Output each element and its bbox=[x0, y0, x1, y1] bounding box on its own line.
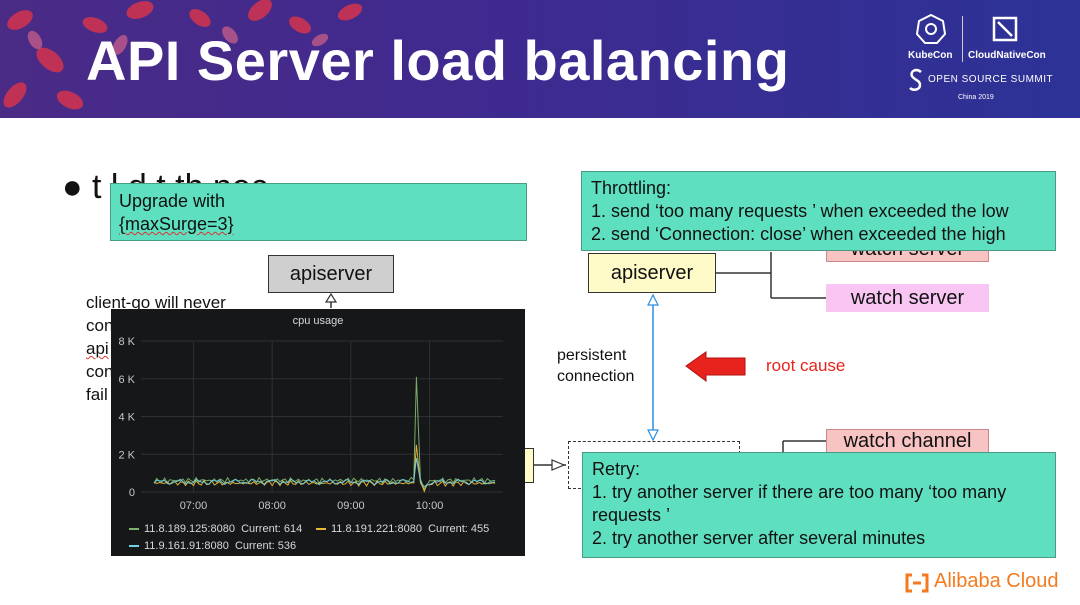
alibaba-cloud-text: Alibaba Cloud bbox=[934, 570, 1059, 592]
legend-item-3: 11.9.161.91:8080 Current: 536 bbox=[129, 540, 296, 552]
leaf-pattern-decoration bbox=[3, 0, 363, 110]
root-cause-arrow-icon bbox=[685, 351, 746, 382]
open-source-summit-s-icon bbox=[909, 68, 922, 91]
client-go-line-5: fail bbox=[86, 385, 108, 404]
cncf-logo-icon bbox=[992, 16, 1018, 42]
legend-series-2-name: 11.8.191.221:8080 bbox=[331, 523, 422, 535]
cpu-usage-chart: cpu usage 0 2 K 4 K 6 K 8 K 07:00 08:00 09:00 10… bbox=[111, 309, 525, 556]
arrowhead-up-blue-icon bbox=[647, 293, 659, 306]
apiserver-box-right: apiserver bbox=[588, 253, 716, 293]
retry-title: Retry: bbox=[592, 459, 641, 479]
upgrade-note-line-2: {maxSurge=3} bbox=[119, 214, 234, 234]
brand-divider bbox=[962, 16, 963, 62]
chart-plot: 0 2 K 4 K 6 K 8 K 07:00 08:00 09:00 10:00 bbox=[118, 336, 503, 512]
retry-item-1: 1. try another server if there are too m… bbox=[592, 482, 1007, 525]
retry-item-2: 2. try another server after several minu… bbox=[592, 528, 926, 548]
y-tick-label: 4 K bbox=[118, 412, 135, 424]
throttling-title: Throttling: bbox=[591, 178, 672, 198]
chart-title: cpu usage bbox=[292, 315, 344, 327]
legend-series-3-name: 11.9.161.91:8080 bbox=[144, 540, 229, 552]
legend-series-2-current: Current: 455 bbox=[428, 523, 490, 535]
cloudnativecon-label: CloudNativeCon bbox=[968, 50, 1046, 61]
legend-series-3-current: Current: 536 bbox=[234, 540, 297, 552]
legend-swatch-1 bbox=[129, 528, 139, 531]
persistent-connection-label: persistent connection bbox=[557, 345, 634, 387]
slide-title: API Server load balancing bbox=[86, 29, 790, 92]
x-tick-label: 07:00 bbox=[180, 500, 208, 512]
y-tick-label: 2 K bbox=[118, 449, 135, 461]
series-line-3 bbox=[153, 457, 496, 488]
y-tick-label: 8 K bbox=[118, 336, 135, 348]
y-tick-label: 6 K bbox=[118, 374, 135, 386]
client-go-line-2: con bbox=[86, 316, 114, 335]
series-line-1 bbox=[153, 376, 496, 491]
arrowhead-right-icon bbox=[551, 459, 566, 471]
kubecon-label: KubeCon bbox=[908, 50, 953, 61]
legend-swatch-2 bbox=[316, 528, 326, 531]
legend-item-1: 11.8.189.125:8080 Current: 614 bbox=[129, 523, 302, 535]
throttling-note: Throttling: 1. send ‘too many requests ’… bbox=[581, 171, 1056, 251]
arrowhead-down-blue-icon bbox=[647, 429, 659, 442]
location-label: China 2019 bbox=[958, 94, 994, 101]
persistent-line-1: persistent bbox=[557, 347, 627, 364]
y-tick-label: 0 bbox=[129, 487, 135, 499]
summit-label: OPEN SOURCE SUMMIT bbox=[928, 74, 1054, 85]
watch-server-box-2: watch server bbox=[826, 284, 989, 312]
header-banner: API Server load balancing KubeCon CloudN… bbox=[0, 0, 1080, 118]
apiserver-box-left: apiserver bbox=[268, 255, 394, 293]
root-cause-label: root cause bbox=[766, 356, 846, 375]
client-go-note: client-go will never con api con fail bbox=[86, 291, 246, 406]
kubernetes-helm-icon bbox=[916, 14, 946, 44]
persistent-line-2: connection bbox=[557, 368, 635, 385]
x-tick-label: 08:00 bbox=[258, 500, 286, 512]
alibaba-cloud-logo: Alibaba Cloud bbox=[904, 570, 1074, 596]
legend-swatch-3 bbox=[129, 545, 139, 548]
throttling-item-1: 1. send ‘too many requests ’ when exceed… bbox=[591, 201, 1009, 221]
client-go-line-1: client-go will never bbox=[86, 293, 226, 312]
legend-series-1-name: 11.8.189.125:8080 bbox=[144, 523, 235, 535]
throttling-item-2: 2. send ‘Connection: close’ when exceede… bbox=[591, 224, 1006, 244]
legend-series-1-current: Current: 614 bbox=[241, 523, 303, 535]
upgrade-note: Upgrade with {maxSurge=3} bbox=[110, 183, 527, 241]
legend-item-2: 11.8.191.221:8080 Current: 455 bbox=[316, 523, 489, 535]
watch-channel-box: watch channel bbox=[826, 429, 989, 453]
conference-brand: KubeCon CloudNativeCon OPEN SOURCE SUMMI… bbox=[900, 12, 1070, 108]
series-line-2 bbox=[153, 444, 496, 493]
x-tick-label: 10:00 bbox=[416, 500, 444, 512]
upgrade-note-line-1: Upgrade with bbox=[119, 191, 226, 211]
alibaba-cloud-icon bbox=[905, 573, 929, 593]
arrowhead-up-icon bbox=[324, 292, 338, 303]
client-go-line-4: con bbox=[86, 362, 114, 381]
client-go-line-3: api bbox=[86, 339, 109, 358]
x-tick-label: 09:00 bbox=[337, 500, 365, 512]
retry-note: Retry: 1. try another server if there ar… bbox=[582, 452, 1056, 558]
